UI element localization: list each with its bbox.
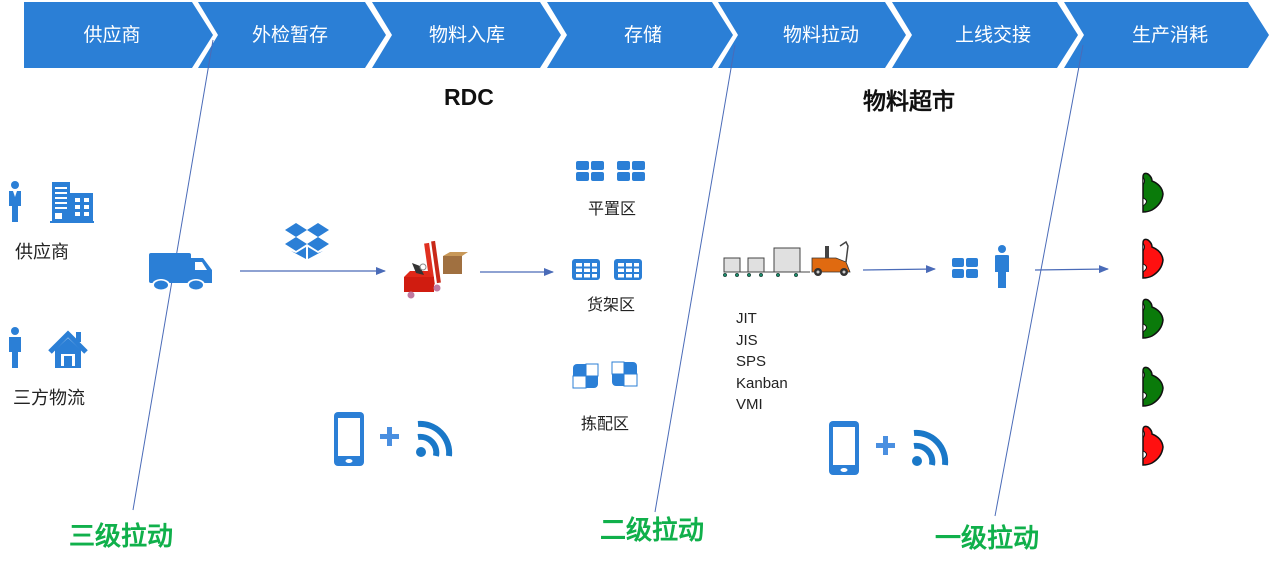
- pull-method-item: Kanban: [736, 374, 788, 392]
- car-icon-green: [1142, 172, 1164, 213]
- car-wheel-cutout: [1142, 197, 1147, 207]
- plus-icon-1: [380, 427, 399, 446]
- forklift-icon: [404, 240, 468, 299]
- step-label-4: 存储: [623, 24, 662, 46]
- chevron-step-4: [547, 2, 733, 68]
- house-icon: [48, 330, 88, 368]
- car-notch: [1142, 301, 1145, 313]
- car-wheel-cutout: [1142, 391, 1147, 401]
- grid-2x2-icon-flat-area: [576, 161, 645, 181]
- car-icon-red: [1142, 238, 1164, 279]
- chevron-step-1: [24, 2, 213, 68]
- truck-icon: [149, 253, 212, 291]
- car-wheel-cutout: [1142, 323, 1147, 333]
- pull-divider-line-2: [654, 44, 736, 513]
- production-cars: [1142, 172, 1164, 466]
- chevron-step-2: [198, 2, 386, 68]
- grid-2x2-icon-line-side: [952, 258, 978, 278]
- pull-level-3-label: 三级拉动: [69, 522, 174, 552]
- grid-3x3-icon-shelf-area: [572, 259, 642, 280]
- pull-method-item: JIT: [736, 310, 757, 327]
- chevron-step-6: [892, 2, 1078, 68]
- person-icon-3pl: [9, 327, 21, 368]
- zone-title-material-supermarket: 物料超市: [863, 88, 955, 114]
- zone-title-rdc: RDC: [444, 84, 494, 110]
- step-label-6: 上线交接: [954, 24, 1031, 46]
- flow-arrow-4: [1034, 265, 1109, 274]
- storage-label-flat: 平置区: [588, 199, 637, 218]
- car-notch: [1142, 241, 1145, 253]
- pull-level-2-label: 二级拉动: [600, 516, 705, 546]
- pull-methods-list: JIT JIS SPS Kanban VMI: [736, 308, 788, 416]
- step-label-1: 供应商: [83, 24, 141, 46]
- chevron-step-5: [718, 2, 906, 68]
- checker-icon-picking-area: [572, 361, 638, 389]
- chevron-step-7: [1064, 2, 1269, 68]
- mobile-phone-icon-2: [829, 421, 859, 475]
- plus-icon-2: [876, 436, 895, 455]
- mobile-phone-icon-1: [334, 412, 364, 466]
- wifi-signal-icon-1: [416, 420, 453, 457]
- chevron-step-3: [372, 2, 561, 68]
- step-label-3: 物料入库: [428, 24, 505, 46]
- step-label-5: 物料拉动: [782, 24, 859, 46]
- process-flow-bar: [24, 2, 1269, 68]
- car-icon-red: [1142, 425, 1164, 466]
- car-icon-green: [1142, 366, 1164, 407]
- step-label-7: 生产消耗: [1131, 24, 1208, 46]
- car-wheel-cutout: [1142, 450, 1147, 460]
- person-icon: [9, 181, 21, 222]
- storage-label-shelf: 货架区: [587, 295, 636, 314]
- tugger-train-icon: [722, 240, 851, 278]
- car-icon-green: [1142, 298, 1164, 339]
- open-box-icon: [285, 223, 329, 259]
- car-notch: [1142, 428, 1145, 440]
- wifi-signal-icon-2: [912, 429, 949, 466]
- pull-method-item: SPS: [736, 353, 767, 370]
- storage-label-picking: 拣配区: [581, 414, 630, 433]
- flow-arrow-3: [862, 265, 936, 274]
- car-wheel-cutout: [1142, 263, 1147, 273]
- pull-level-1-label: 一级拉动: [935, 524, 1040, 554]
- pull-method-item: JIS: [736, 331, 758, 349]
- operator-person-icon: [995, 245, 1009, 288]
- source-label-3pl: 三方物流: [13, 388, 85, 409]
- pull-method-item: VMI: [736, 396, 763, 413]
- step-label-2: 外检暂存: [251, 24, 328, 46]
- car-notch: [1142, 369, 1145, 381]
- car-notch: [1142, 175, 1145, 187]
- building-icon: [50, 182, 94, 223]
- source-label-supplier: 供应商: [15, 242, 69, 263]
- pull-divider-line-1: [994, 44, 1084, 517]
